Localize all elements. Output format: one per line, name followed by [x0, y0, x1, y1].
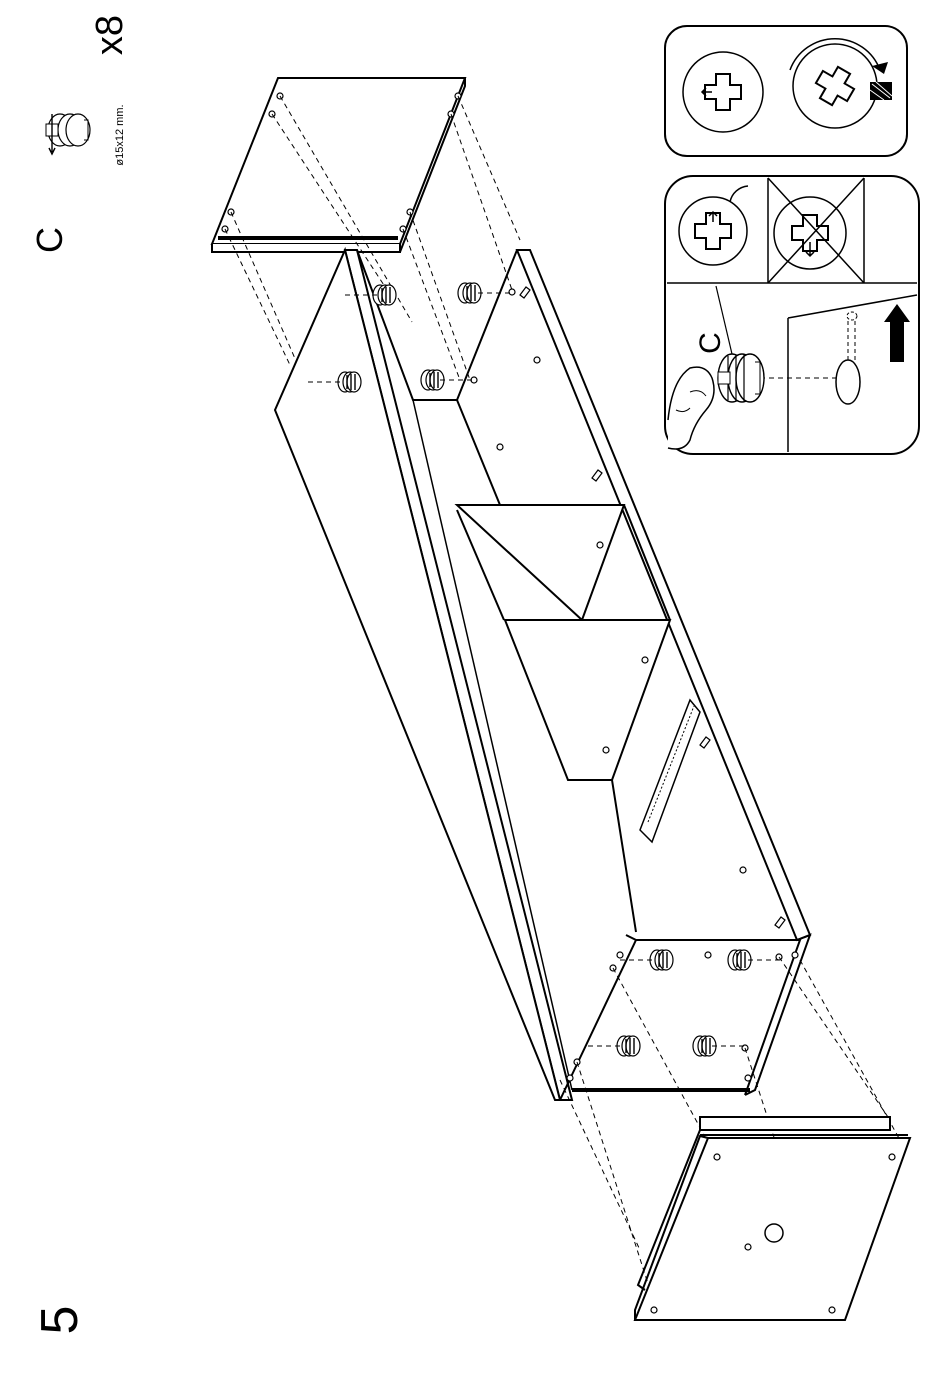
part-dimension: ø15x12 mm.	[112, 75, 128, 195]
cam-lock-fitting-icon	[46, 114, 90, 154]
part-letter: C	[30, 220, 70, 260]
detail-cam-fitting	[718, 354, 764, 402]
top-side-panel	[212, 78, 465, 252]
part-quantity: x8	[85, 0, 135, 70]
detail-part-letter: C	[693, 325, 729, 361]
bottom-side-panel	[635, 1117, 910, 1320]
cam-insert-detail-box	[665, 176, 919, 454]
step-number: 5	[30, 1290, 90, 1350]
rotation-detail-box	[665, 26, 907, 156]
